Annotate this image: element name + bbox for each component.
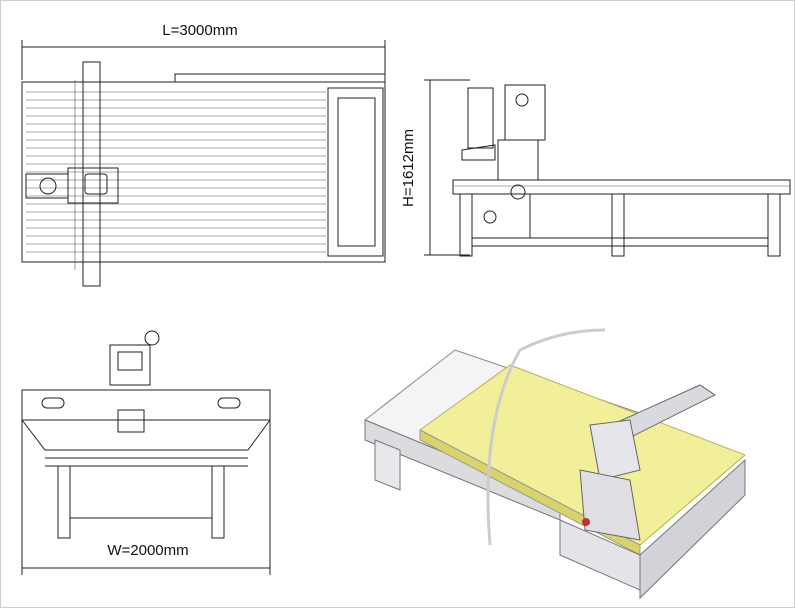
side-view: H=1612mm [400,79,791,257]
front-view: W=2000mm [21,330,271,575]
isometric-render [364,328,746,600]
height-label: H=1612mm [400,129,417,207]
top-view: L=3000mm [21,22,386,287]
length-label: L=3000mm [162,22,237,39]
width-label: W=2000mm [107,542,188,559]
